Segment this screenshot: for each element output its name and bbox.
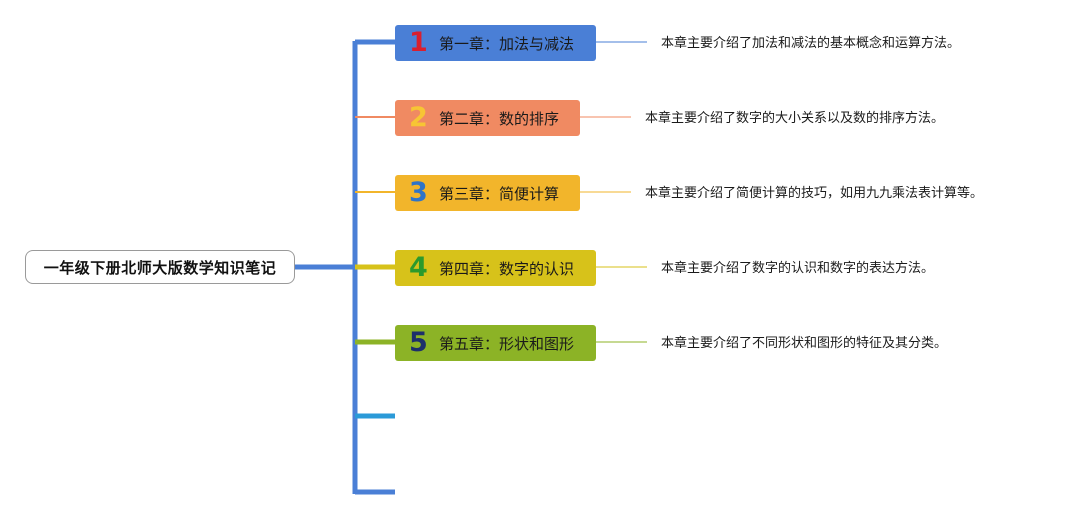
chapter-node-1[interactable]: 1 第一章：加法与减法 (395, 25, 596, 61)
chapter-title: 第一章：加法与减法 (439, 34, 575, 53)
chapter-note-4[interactable]: 本章主要介绍了数字的认识和数字的表达方法。 (661, 261, 935, 276)
chapter-title: 第五章：形状和图形 (439, 334, 575, 353)
chapter-title: 第三章：简便计算 (439, 184, 560, 203)
chapter-note-1[interactable]: 本章主要介绍了加法和减法的基本概念和运算方法。 (661, 36, 961, 51)
chapter-number: 3 (409, 177, 428, 208)
chapter-note-2[interactable]: 本章主要介绍了数字的大小关系以及数的排序方法。 (645, 111, 945, 126)
chapter-note-5[interactable]: 本章主要介绍了不同形状和图形的特征及其分类。 (661, 336, 948, 351)
chapter-number: 5 (409, 327, 428, 358)
chapter-number: 1 (409, 27, 428, 58)
chapter-node-5[interactable]: 5 第五章：形状和图形 (395, 325, 596, 361)
chapter-number: 4 (409, 252, 428, 283)
chapter-title: 第二章：数的排序 (439, 109, 560, 128)
root-title: 一年级下册北师大版数学知识笔记 (43, 258, 277, 277)
chapter-note-3[interactable]: 本章主要介绍了简便计算的技巧，如用九九乘法表计算等。 (645, 186, 984, 201)
chapter-node-2[interactable]: 2 第二章：数的排序 (395, 100, 580, 136)
chapter-title: 第四章：数字的认识 (439, 259, 575, 278)
chapter-number: 2 (409, 102, 428, 133)
chapter-node-3[interactable]: 3 第三章：简便计算 (395, 175, 580, 211)
chapter-node-4[interactable]: 4 第四章：数字的认识 (395, 250, 596, 286)
root-node[interactable]: 一年级下册北师大版数学知识笔记 (25, 250, 295, 284)
